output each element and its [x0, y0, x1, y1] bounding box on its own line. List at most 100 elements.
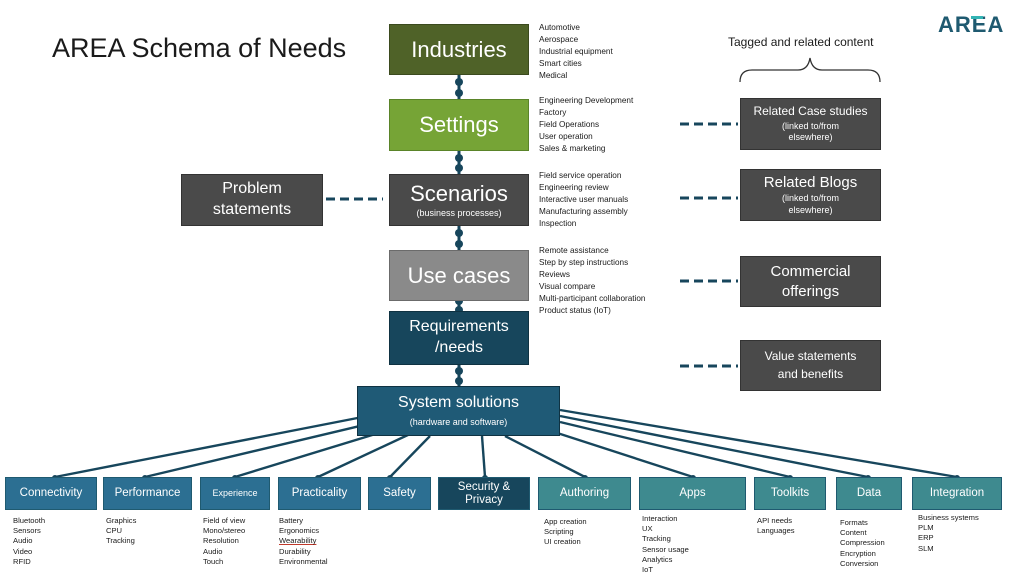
connectivity-box[interactable]: Connectivity [5, 477, 97, 510]
list-item: User operation [539, 132, 593, 141]
list-item: Environmental [279, 556, 328, 566]
commercial-line1: Commercial [770, 262, 851, 280]
list-item: Audio [13, 536, 33, 546]
list-item: Video [13, 546, 33, 556]
practicality-list: Battery Ergonomics Wearability Durabilit… [279, 516, 328, 567]
related-case-studies-title: Related Case studies [753, 104, 868, 119]
list-item: RFID [13, 556, 31, 566]
list-item: Sales & marketing [539, 144, 606, 153]
list-item: Ergonomics [279, 526, 320, 536]
list-item: Factory [539, 108, 567, 117]
related-blogs-sub2: elsewhere) [788, 204, 833, 215]
related-blogs-box[interactable]: Related Blogs (linked to/from elsewhere) [740, 169, 881, 221]
list-item: Compression [840, 538, 885, 548]
safety-box[interactable]: Safety [368, 477, 431, 510]
list-item: Reviews [539, 270, 570, 279]
list-item: Visual compare [539, 282, 596, 291]
list-item: Interaction [642, 514, 678, 523]
authoring-list: App creation Scripting UI creation [544, 517, 587, 548]
list-item: UX [642, 524, 653, 534]
list-item: Field of view [203, 516, 246, 525]
related-blogs-title: Related Blogs [763, 173, 858, 191]
related-case-studies-sub1: (linked to/from [781, 120, 840, 131]
value-line2: and benefits [777, 367, 844, 381]
security-privacy-box[interactable]: Security & Privacy [438, 477, 530, 510]
list-item: SLM [918, 543, 934, 553]
scenarios-title: Scenarios [410, 181, 508, 207]
list-item: Field service operation [539, 171, 622, 180]
apps-list: Interaction UX Tracking Sensor usage Ana… [642, 514, 689, 575]
list-item: Tracking [106, 536, 135, 546]
requirements-box[interactable]: Requirements /needs [389, 311, 529, 365]
list-item: Multi-participant collaboration [539, 294, 646, 303]
value-statements-box[interactable]: Value statements and benefits [740, 340, 881, 391]
value-line1: Value statements [764, 349, 857, 364]
scenarios-box[interactable]: Scenarios (business processes) [389, 174, 529, 226]
industries-box[interactable]: Industries [389, 24, 529, 75]
list-item: Wearability [279, 536, 317, 546]
safety-label: Safety [383, 487, 416, 500]
practicality-box[interactable]: Practicality [278, 477, 361, 510]
list-item: Bluetooth [13, 516, 46, 525]
commercial-offerings-box[interactable]: Commercial offerings [740, 256, 881, 307]
data-box[interactable]: Data [836, 477, 902, 510]
list-item: Step by step instructions [539, 258, 629, 267]
list-item: App creation [544, 517, 587, 526]
problem-statements-box[interactable]: Problem statements [181, 174, 323, 226]
apps-box[interactable]: Apps [639, 477, 746, 510]
list-item: Inspection [539, 219, 577, 228]
experience-list: Field of view Mono/stereo Resolution Aud… [203, 516, 245, 567]
list-item: PLM [918, 523, 934, 533]
performance-box[interactable]: Performance [103, 477, 192, 510]
logo-accent [971, 16, 983, 19]
use-cases-box[interactable]: Use cases [389, 250, 529, 301]
list-item: API needs [757, 516, 793, 525]
integration-box[interactable]: Integration [912, 477, 1002, 510]
list-item: Languages [757, 526, 795, 536]
problem-line1: Problem [222, 180, 282, 198]
settings-title: Settings [419, 112, 499, 138]
toolkits-list: API needs Languages [757, 516, 795, 536]
system-solutions-box[interactable]: System solutions (hardware and software) [357, 386, 560, 436]
list-item: Analytics [642, 554, 673, 564]
list-item: Product status (IoT) [539, 306, 611, 315]
authoring-box[interactable]: Authoring [538, 477, 631, 510]
list-item: Content [840, 528, 867, 538]
system-solutions-title: System solutions [398, 394, 519, 412]
list-item: Encryption [840, 548, 876, 558]
list-item: Touch [203, 556, 224, 566]
use-cases-list: Remote assistance Step by step instructi… [539, 245, 646, 317]
list-item: Graphics [106, 516, 137, 525]
list-item: Aerospace [539, 35, 579, 44]
settings-box[interactable]: Settings [389, 99, 529, 151]
list-item: IoT [642, 564, 653, 574]
logo-text: AREA [938, 12, 1005, 37]
requirements-title-line1: Requirements [409, 318, 509, 336]
scenarios-list: Field service operation Engineering revi… [539, 170, 628, 230]
list-item: Field Operations [539, 120, 600, 129]
list-item: Industrial equipment [539, 47, 613, 56]
list-item: Resolution [203, 536, 239, 546]
toolkits-label: Toolkits [770, 487, 810, 500]
data-list: Formats Content Compression Encryption C… [840, 518, 885, 569]
performance-list: Graphics CPU Tracking [106, 516, 136, 547]
list-item: Conversion [840, 558, 879, 568]
connectivity-label: Connectivity [19, 487, 83, 500]
security-label-line1: Security & [457, 480, 511, 493]
authoring-label: Authoring [559, 487, 610, 500]
requirements-title-line2: /needs [434, 339, 484, 356]
use-cases-title: Use cases [407, 262, 511, 288]
security-label-line2: Privacy [465, 493, 503, 506]
experience-box[interactable]: Experience [200, 477, 270, 510]
list-item: Automotive [539, 23, 580, 32]
related-case-studies-box[interactable]: Related Case studies (linked to/from els… [740, 98, 881, 150]
experience-label: Experience [212, 487, 258, 498]
list-item: Remote assistance [539, 246, 609, 255]
area-logo: AREA [938, 12, 1004, 38]
related-blogs-sub1: (linked to/from [781, 193, 840, 204]
list-item: Smart cities [539, 59, 582, 68]
list-item: Manufacturing assembly [539, 207, 628, 216]
list-item: UI creation [544, 537, 581, 547]
toolkits-box[interactable]: Toolkits [754, 477, 826, 510]
